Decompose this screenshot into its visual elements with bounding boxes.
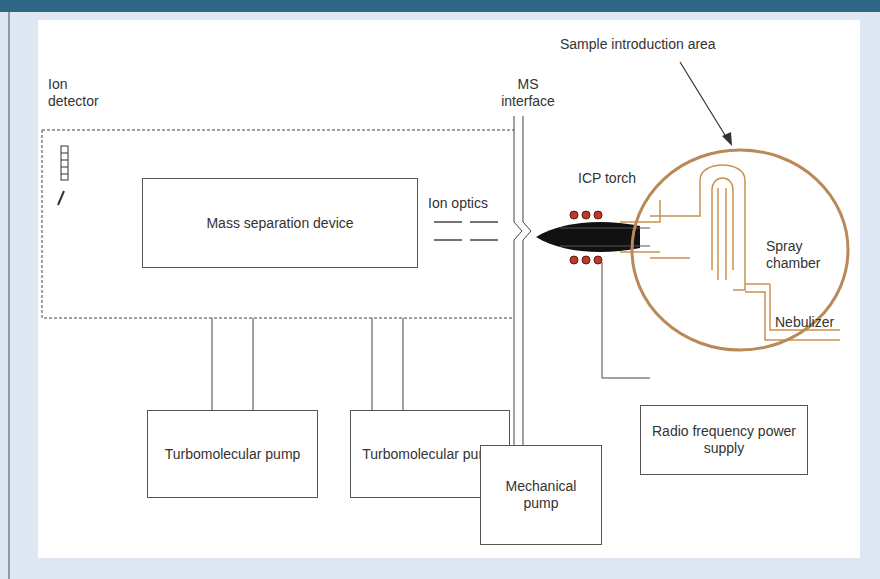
box-label: Mass separation device <box>206 215 353 232</box>
part-label: Nebulizer <box>775 314 855 331</box>
ion-optics-lenses <box>434 222 498 240</box>
rf-cable <box>602 262 650 378</box>
part-label: Ion detector <box>48 76 108 110</box>
spray-chamber-symbol <box>700 165 840 340</box>
part-label: Sample introduction area <box>560 36 760 53</box>
ms-interface-cones <box>514 116 531 445</box>
part-label: MS interface <box>492 76 564 110</box>
white-panel <box>38 20 860 558</box>
frame-line <box>8 12 10 579</box>
part-label: Spray chamber <box>766 238 824 272</box>
vacuum-pipes <box>212 318 403 410</box>
leader-arrowhead <box>722 132 732 146</box>
box-label: Turbomolecular pump <box>362 446 498 463</box>
box-label: Turbomolecular pump <box>165 446 301 463</box>
icp-torch <box>536 200 700 258</box>
top-bar <box>0 0 880 12</box>
part-label: Ion optics <box>428 195 518 212</box>
mass-separation-box: Mass separation device <box>142 178 418 268</box>
part-label: ICP torch <box>578 170 658 187</box>
box-label: Mechanical pump <box>487 478 595 512</box>
power-supply-box: Radio frequency power supply <box>640 405 808 475</box>
pump-box: Mechanical pump <box>480 445 602 545</box>
load-coil <box>570 211 602 264</box>
leader-line <box>680 62 728 140</box>
box-label: Radio frequency power supply <box>647 423 801 457</box>
pump-box: Turbomolecular pump <box>147 410 318 498</box>
vacuum-housing <box>42 130 514 318</box>
ion-detector-symbol <box>58 146 68 205</box>
